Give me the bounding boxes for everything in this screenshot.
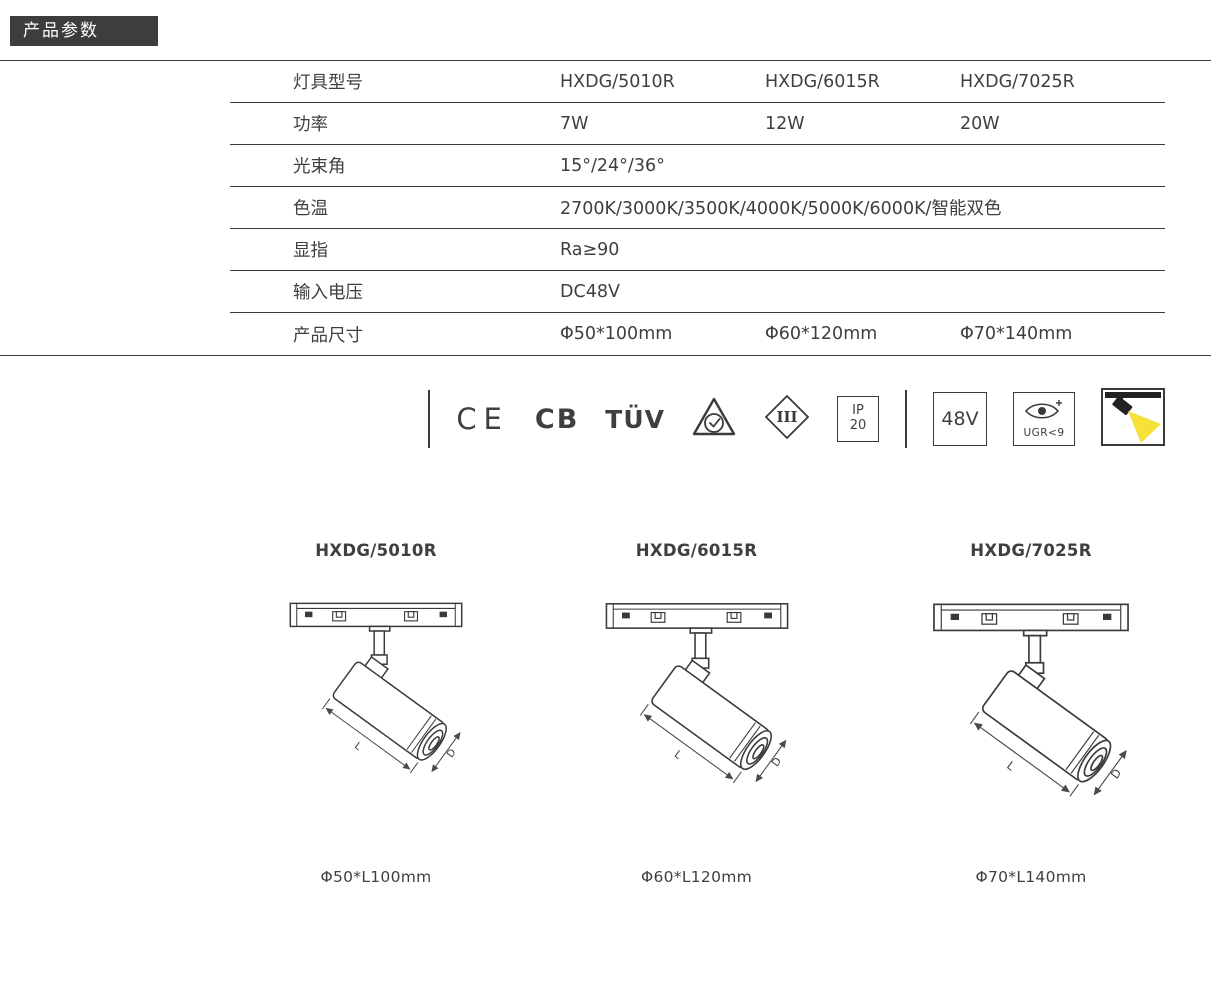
product-dimension: Φ50*L100mm xyxy=(320,868,432,886)
ip20-badge: IP 20 xyxy=(837,396,879,442)
spotlight-beam-icon xyxy=(1101,388,1165,450)
length-dim-label: L xyxy=(352,741,363,753)
product-spec-page: 产品参数 灯具型号 HXDG/5010R HXDG/6015R HXDG/702… xyxy=(0,16,1211,886)
spec-value: DC48V xyxy=(560,281,620,302)
spec-value: 12W xyxy=(765,113,805,134)
certification-row: CE CB TÜV III IP 20 48V xyxy=(0,382,1165,456)
ip-rating-line2: 20 xyxy=(849,418,867,433)
spec-label: 功率 xyxy=(293,115,328,135)
spec-label: 显指 xyxy=(293,241,328,261)
diameter-dim-label: D xyxy=(768,755,783,769)
spec-value: HXDG/7025R xyxy=(960,71,1075,92)
spec-value: HXDG/5010R xyxy=(560,71,675,92)
top-rule xyxy=(0,60,1211,61)
spec-label: 输入电压 xyxy=(293,283,363,303)
spec-value: Φ70*140mm xyxy=(960,324,1073,344)
spec-label: 产品尺寸 xyxy=(293,325,363,346)
product-dimension: Φ60*L120mm xyxy=(640,868,753,886)
rcm-mark-icon xyxy=(691,396,737,442)
spec-row-size: 产品尺寸 Φ50*100mm Φ60*120mm Φ70*140mm xyxy=(230,313,1165,355)
ip-rating-line1: IP xyxy=(852,403,864,419)
spec-row-cct: 色温 2700K/3000K/3500K/4000K/5000K/6000K/智… xyxy=(230,187,1165,229)
voltage-badge: 48V xyxy=(933,392,987,446)
spec-value: 20W xyxy=(960,113,1000,134)
cb-mark: CB xyxy=(534,403,580,435)
spec-row-voltage: 输入电压 DC48V xyxy=(230,271,1165,313)
ugr-badge: UGR<9 xyxy=(1013,392,1075,446)
eye-icon xyxy=(1024,399,1064,424)
diameter-dim-label: D xyxy=(445,747,459,760)
ugr-value: UGR<9 xyxy=(1023,427,1065,439)
spec-row-power: 功率 7W 12W 20W xyxy=(230,103,1165,145)
spec-value: Φ50*100mm xyxy=(560,324,673,344)
class-iii-diamond-icon: III xyxy=(763,393,811,445)
section-title: 产品参数 xyxy=(23,21,99,41)
spec-value: Ra≥90 xyxy=(560,239,620,260)
spec-label: 色温 xyxy=(293,199,328,219)
svg-text:III: III xyxy=(776,408,797,426)
product-model: HXDG/6015R xyxy=(635,541,758,560)
spec-label: 光束角 xyxy=(293,157,346,177)
section-title-badge: 产品参数 xyxy=(10,16,158,46)
spec-row-cri: 显指 Ra≥90 xyxy=(230,229,1165,271)
spec-value: 15°/24°/36° xyxy=(560,155,665,176)
product-figure-7025r: HXDG/7025R L D Φ70*L140mm xyxy=(911,541,1151,886)
spec-label: 灯具型号 xyxy=(293,73,363,93)
track-light-drawing: L D xyxy=(585,596,809,793)
table-bottom-rule xyxy=(0,355,1211,356)
spec-value: 2700K/3000K/3500K/4000K/5000K/6000K/智能双色 xyxy=(560,199,1002,219)
tuv-mark: TÜV xyxy=(605,404,665,434)
divider-line xyxy=(428,390,431,448)
spec-row-beam-angle: 光束角 15°/24°/36° xyxy=(230,145,1165,187)
length-dim-label: L xyxy=(1004,758,1018,773)
spec-value: HXDG/6015R xyxy=(765,71,880,92)
product-figure-6015r: HXDG/6015R L D Φ60*L120mm xyxy=(585,541,809,886)
voltage-value: 48V xyxy=(941,408,979,430)
spec-value: 7W xyxy=(560,113,589,134)
track-light-drawing: L D xyxy=(911,596,1151,807)
product-model: HXDG/7025R xyxy=(970,541,1092,560)
product-figures: HXDG/5010R L D Φ50*L100mm HXDG/6015R L D… xyxy=(0,541,1211,886)
spec-value: Φ60*120mm xyxy=(765,324,878,344)
product-dimension: Φ70*L140mm xyxy=(975,868,1087,886)
ce-mark: CE xyxy=(456,402,509,436)
track-light-drawing: L D xyxy=(270,596,482,782)
product-figure-5010r: HXDG/5010R L D Φ50*L100mm xyxy=(270,541,482,886)
product-model: HXDG/5010R xyxy=(315,541,437,560)
spec-table: 灯具型号 HXDG/5010R HXDG/6015R HXDG/7025R 功率… xyxy=(230,61,1165,355)
divider-line xyxy=(905,390,907,448)
diameter-dim-label: D xyxy=(1108,766,1125,782)
spec-row-model: 灯具型号 HXDG/5010R HXDG/6015R HXDG/7025R xyxy=(230,61,1165,103)
length-dim-label: L xyxy=(671,748,683,762)
